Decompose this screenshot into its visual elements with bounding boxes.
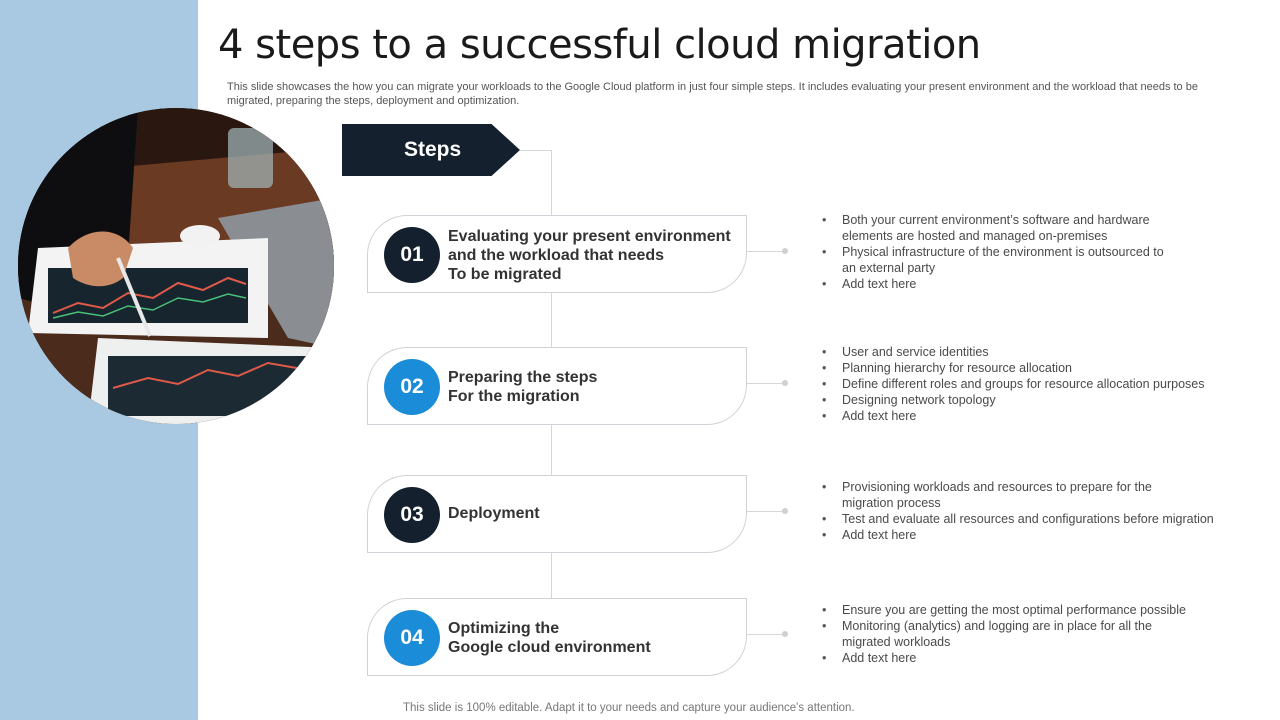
card-bullet-connector	[747, 634, 785, 635]
bullet-item: Define different roles and groups for re…	[822, 376, 1242, 392]
steps-header-tag: Steps	[342, 124, 520, 176]
connector-dot	[782, 508, 788, 514]
step-card-4: 04 Optimizing the Google cloud environme…	[367, 598, 747, 676]
step-bullet-list-2: User and service identities Planning hie…	[822, 344, 1242, 424]
bullet-item: Add text here	[822, 527, 1242, 543]
bullet-item: User and service identities	[822, 344, 1242, 360]
page-subtitle: This slide showcases the how you can mig…	[227, 81, 1198, 107]
step-card-1: 01 Evaluating your present environment a…	[367, 215, 747, 293]
steps-header-label: Steps	[404, 138, 462, 161]
page-title: 4 steps to a successful cloud migration	[218, 22, 981, 68]
footer-note: This slide is 100% editable. Adapt it to…	[403, 702, 855, 714]
bullet-item: Designing network topology	[822, 392, 1242, 408]
connector-dot	[782, 631, 788, 637]
step-bullet-list-3: Provisioning workloads and resources to …	[822, 479, 1242, 543]
step-title: Preparing the steps For the migration	[448, 369, 598, 405]
step-number-badge: 01	[384, 227, 440, 283]
laptop-desk-photo	[18, 108, 334, 424]
bullet-item: Ensure you are getting the most optimal …	[822, 602, 1242, 618]
step-card-2: 02 Preparing the steps For the migration	[367, 347, 747, 425]
connector-dot	[782, 248, 788, 254]
card-bullet-connector	[747, 251, 785, 252]
step-title: Optimizing the Google cloud environment	[448, 620, 651, 656]
bullet-item: Both your current environment’s software…	[822, 212, 1242, 244]
bullet-item: Add text here	[822, 408, 1242, 424]
bullet-item: Provisioning workloads and resources to …	[822, 479, 1242, 511]
step-number-badge: 04	[384, 610, 440, 666]
step-title: Deployment	[448, 505, 540, 522]
bullet-item: Add text here	[822, 276, 1242, 292]
step-title: Evaluating your present environment and …	[448, 227, 731, 283]
step-number-badge: 03	[384, 487, 440, 543]
card-bullet-connector	[747, 511, 785, 512]
bullet-item: Planning hierarchy for resource allocati…	[822, 360, 1242, 376]
step-bullet-list-1: Both your current environment’s software…	[822, 212, 1242, 292]
bullet-item: Monitoring (analytics) and logging are i…	[822, 618, 1242, 650]
card-bullet-connector	[747, 383, 785, 384]
step-bullet-list-4: Ensure you are getting the most optimal …	[822, 602, 1242, 666]
bullet-item: Add text here	[822, 650, 1242, 666]
step-card-3: 03 Deployment	[367, 475, 747, 553]
connector-dot	[782, 380, 788, 386]
bullet-item: Physical infrastructure of the environme…	[822, 244, 1242, 276]
step-number-badge: 02	[384, 359, 440, 415]
connector-horizontal	[520, 150, 552, 151]
bullet-item: Test and evaluate all resources and conf…	[822, 511, 1242, 527]
